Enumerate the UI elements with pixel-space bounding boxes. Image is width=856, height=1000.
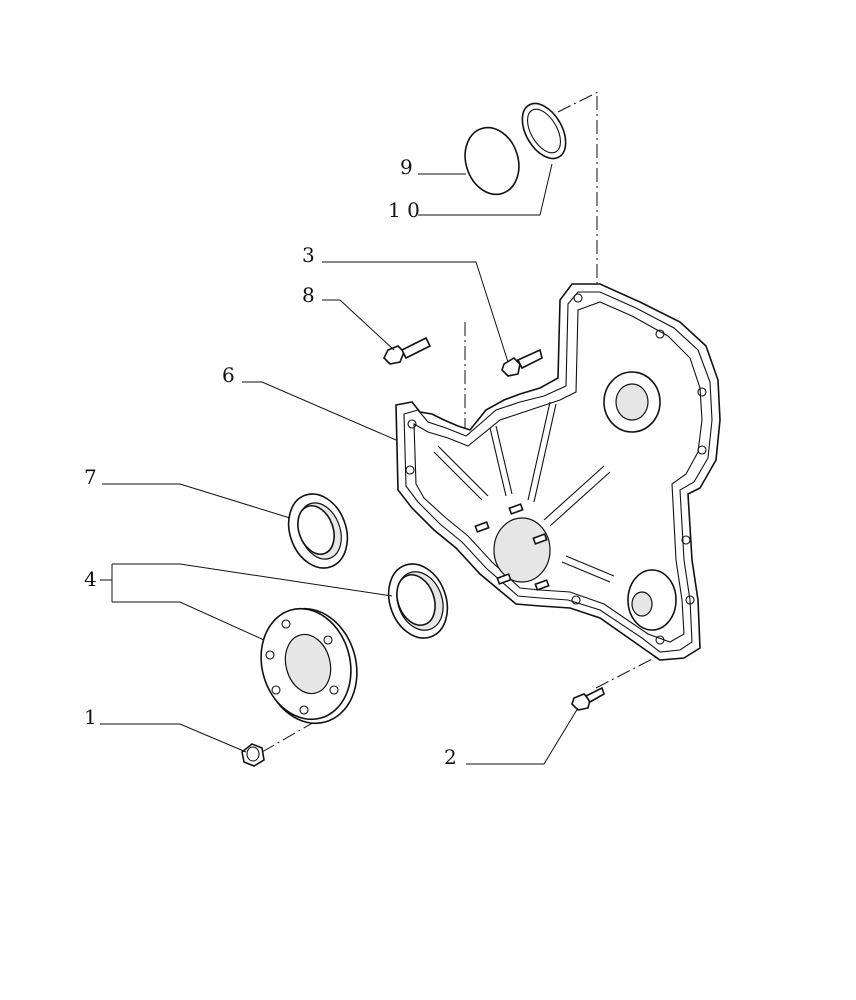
leader-4-bracket <box>100 564 113 602</box>
flange-nut <box>241 743 265 767</box>
leader-8 <box>322 299 395 351</box>
leader-4b <box>112 601 265 641</box>
callout-1: 1 <box>84 705 97 729</box>
timing-cover <box>395 283 721 661</box>
callout-10: 1 0 <box>388 198 420 222</box>
callout-4: 4 <box>84 567 97 591</box>
callout-2: 2 <box>444 745 457 769</box>
leader-7 <box>102 483 291 519</box>
o-ring <box>521 102 567 160</box>
center-line-bolt-2 <box>595 654 661 689</box>
leader-4a <box>112 563 393 597</box>
callout-6: 6 <box>222 363 235 387</box>
leader-1 <box>100 723 247 753</box>
bolt-2 <box>571 686 605 711</box>
center-line-cap <box>557 91 599 113</box>
cap-plug <box>464 126 520 196</box>
front-seal <box>287 493 349 569</box>
center-line-nut-1 <box>261 712 331 753</box>
callout-8: 8 <box>302 283 315 307</box>
callout-7: 7 <box>84 465 97 489</box>
callout-9: 9 <box>400 155 413 179</box>
leader-10 <box>418 163 553 216</box>
leader-6 <box>242 381 397 441</box>
leader-3 <box>322 261 509 363</box>
bolt-3 <box>501 348 543 377</box>
seal-flange <box>260 607 358 725</box>
bolt-8 <box>383 336 432 365</box>
center-line-cover-top <box>596 96 631 426</box>
seal-ring <box>387 563 449 639</box>
callout-3: 3 <box>302 243 315 267</box>
leader-2 <box>466 707 579 765</box>
